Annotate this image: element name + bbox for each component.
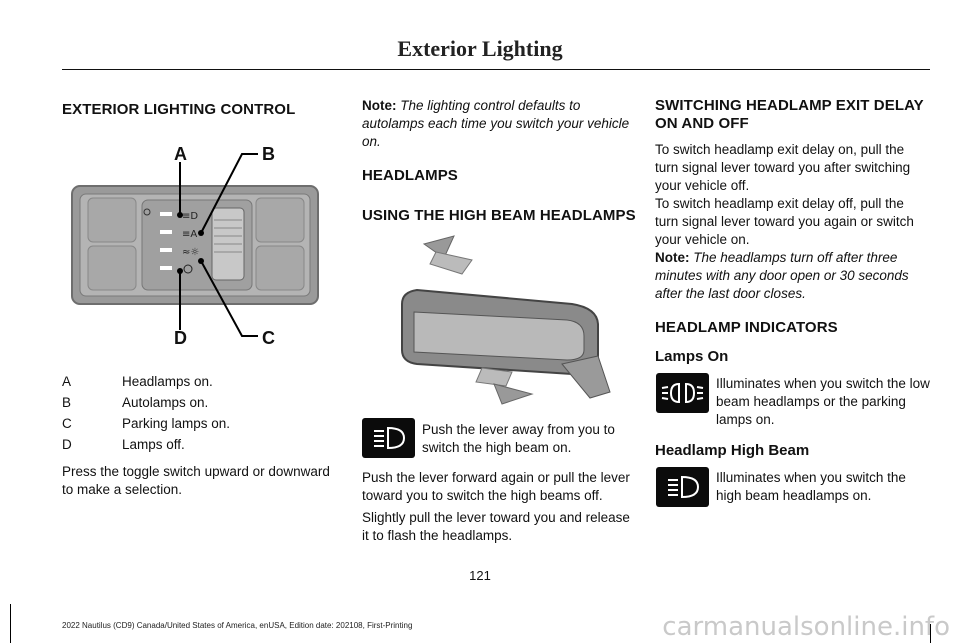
autolamps-note: Note: The lighting control defaults to a… xyxy=(362,97,634,151)
exit-delay-off-paragraph: To switch headlamp exit delay off, pull … xyxy=(655,196,914,247)
page-number: 121 xyxy=(469,568,491,583)
section-heading-high-beam: USING THE HIGH BEAM HEADLAMPS xyxy=(362,207,636,224)
legend-item-d: D Lamps off. xyxy=(62,436,185,454)
section-heading-headlamp-indicators: HEADLAMP INDICATORS xyxy=(655,319,838,336)
note-label: Note: xyxy=(362,98,397,113)
section-heading-exterior-lighting-control: EXTERIOR LIGHTING CONTROL xyxy=(62,101,296,118)
svg-text:≡D: ≡D xyxy=(182,211,198,222)
crop-mark-right xyxy=(930,624,931,643)
legend-item-b: B Autolamps on. xyxy=(62,394,208,412)
note-label: Note: xyxy=(655,250,690,265)
crop-mark-left xyxy=(10,604,11,643)
section-heading-exit-delay: SWITCHING HEADLAMP EXIT DELAY ON AND OFF xyxy=(655,97,924,132)
watermark-text: carmanualsonline.info xyxy=(662,612,950,642)
legend-text: Headlamps on. xyxy=(122,374,213,389)
lamps-on-icon xyxy=(656,373,709,413)
legend-key: B xyxy=(62,395,72,410)
high-beam-icon xyxy=(362,418,415,458)
toggle-instruction-paragraph: Press the toggle switch upward or downwa… xyxy=(62,464,330,497)
high-beam-indicator-description: Illuminates when you switch the high bea… xyxy=(716,470,906,503)
svg-text:≡A: ≡A xyxy=(182,229,197,240)
lighting-switch-illustration: ≡D ≡A ≈☼ xyxy=(71,153,319,337)
callout-c: C xyxy=(262,328,275,348)
header-rule xyxy=(62,69,930,70)
callout-a: A xyxy=(174,144,187,164)
turn-signal-lever-illustration xyxy=(401,235,611,405)
flash-headlamps-paragraph: Slightly pull the lever toward you and r… xyxy=(362,510,630,543)
high-beam-push-text: Push the lever away from you to switch t… xyxy=(422,422,615,455)
exit-delay-on-paragraph: To switch headlamp exit delay on, pull t… xyxy=(655,142,911,193)
svg-text:≈☼: ≈☼ xyxy=(182,247,199,258)
legend-text: Parking lamps on. xyxy=(122,416,231,431)
high-beam-indicator-icon xyxy=(656,467,709,507)
callout-b: B xyxy=(262,144,275,164)
callout-d: D xyxy=(174,328,187,348)
legend-key: D xyxy=(62,437,72,452)
page-header-title: Exterior Lighting xyxy=(397,36,563,61)
subheading-headlamp-high-beam: Headlamp High Beam xyxy=(655,442,810,459)
subheading-lamps-on: Lamps On xyxy=(655,348,729,365)
note-text: The headlamps turn off after three minut… xyxy=(655,250,909,301)
legend-text: Autolamps on. xyxy=(122,395,209,410)
high-beam-off-paragraph: Push the lever forward again or pull the… xyxy=(362,470,630,503)
legend-key: A xyxy=(62,374,72,389)
exit-delay-note: Note: The headlamps turn off after three… xyxy=(655,249,930,303)
legend-item-c: C Parking lamps on. xyxy=(62,415,230,433)
lever-figure xyxy=(362,232,634,412)
footer-edition-text: 2022 Nautilus (CD9) Canada/United States… xyxy=(62,621,413,630)
legend-key: C xyxy=(62,416,72,431)
section-heading-headlamps: HEADLAMPS xyxy=(362,167,458,184)
lamps-on-description: Illuminates when you switch the low beam… xyxy=(716,376,930,427)
legend-item-a: A Headlamps on. xyxy=(62,373,213,391)
legend-text: Lamps off. xyxy=(122,437,185,452)
lighting-control-figure: ≡D ≡A ≈☼ A B C D xyxy=(62,140,327,350)
note-text: The lighting control defaults to autolam… xyxy=(362,98,630,149)
